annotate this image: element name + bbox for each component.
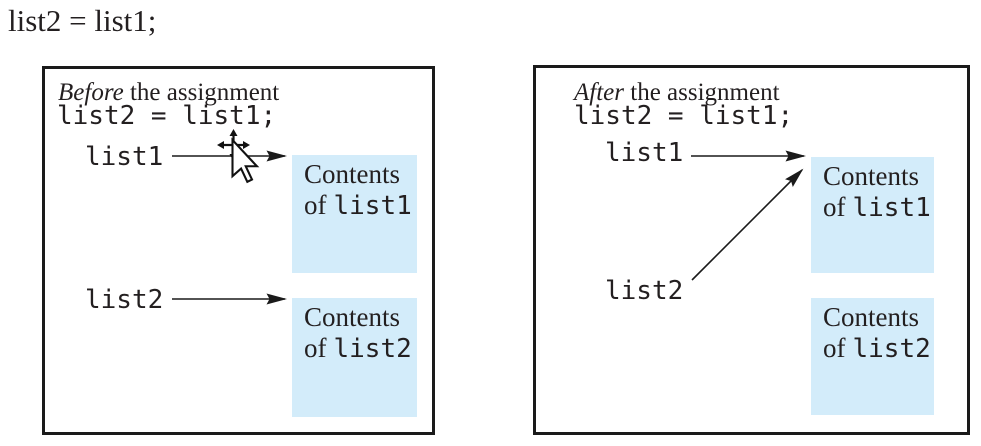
move-cursor-icon [217,129,260,184]
before-panel-title-emphasis: Before [58,79,124,106]
after-list2-label: list2 [605,276,684,306]
after-panel: After the assignment list2 = list1; list… [533,65,970,435]
header-code-line: list2 = list1; [8,3,157,38]
after-list1-label: list1 [605,138,684,168]
content-box-line1: Contents [823,161,920,191]
after-code-line: list2 = list1; [574,101,794,131]
content-box-line1: Contents [823,302,920,332]
before-code-line: list2 = list1; [57,101,277,131]
before-list2-label: list2 [85,285,164,315]
after-list2-pointer-arrow [691,168,804,281]
before-list1-label: list1 [85,142,164,172]
after-panel-title-emphasis: After [574,79,624,106]
content-box-line1: Contents [304,159,401,189]
before-panel: Before the assignment list2 = list1; lis… [42,66,435,435]
before-panel-title-rest: the assignment [123,79,280,106]
after-panel-title: After the assignment [574,80,780,105]
after-panel-title-rest: the assignment [624,79,780,106]
content-box-line1: Contents [304,302,401,332]
before-panel-title: Before the assignment [58,80,279,105]
